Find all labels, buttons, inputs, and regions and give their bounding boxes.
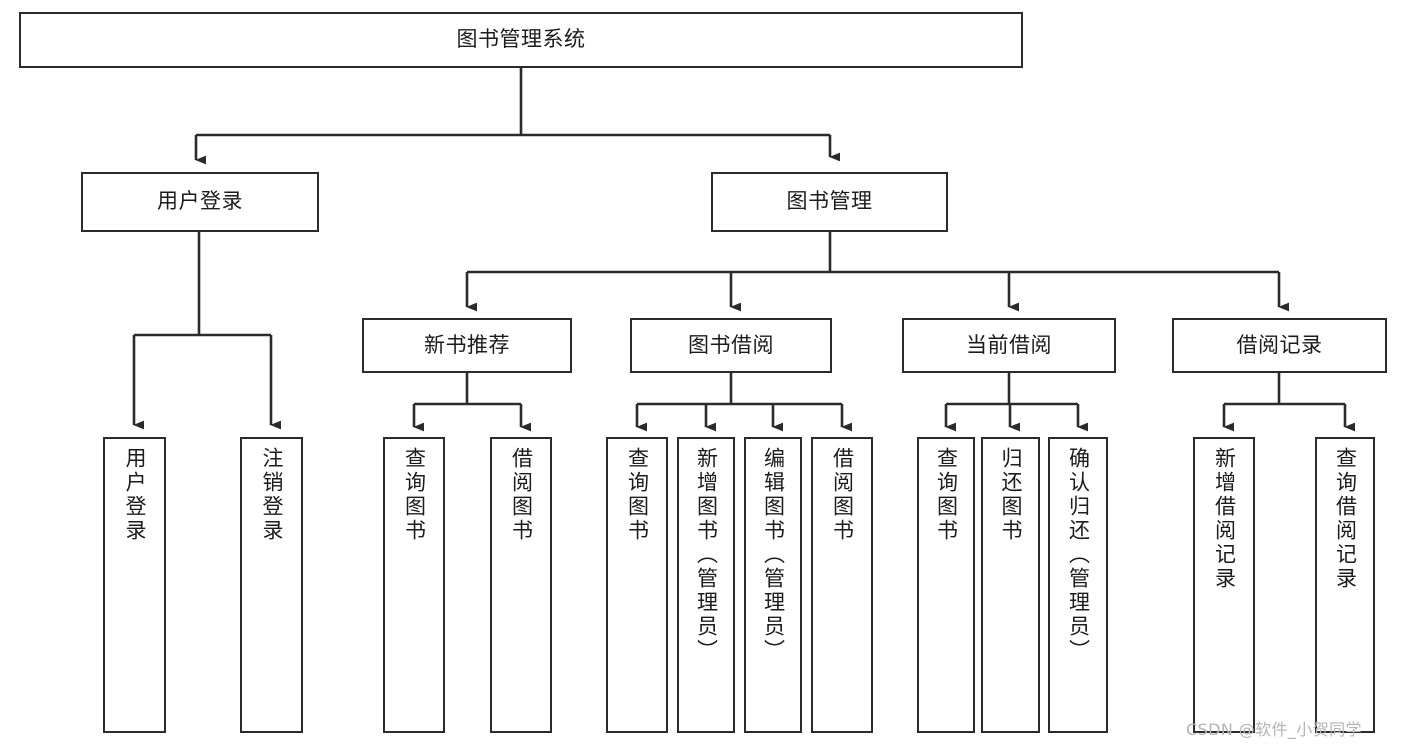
node-leaf-borrow-book-2[interactable]: 借阅图书: [811, 437, 873, 733]
node-leaf-query-book-2[interactable]: 查询图书: [606, 437, 668, 733]
node-leaf-query-record[interactable]: 查询借阅记录: [1315, 437, 1375, 733]
node-leaf-edit-book[interactable]: 编辑图书（管理员）: [744, 437, 802, 733]
node-book-management[interactable]: 图书管理: [711, 172, 948, 232]
node-leaf-confirm-return[interactable]: 确认归还（管理员）: [1048, 437, 1108, 733]
node-leaf-query-book-1[interactable]: 查询图书: [383, 437, 445, 733]
node-leaf-borrow-book-2-label: 借阅图书: [830, 447, 855, 543]
node-root[interactable]: 图书管理系统: [19, 12, 1023, 68]
watermark-text: CSDN @软件_小贺同学: [1186, 720, 1362, 739]
node-leaf-add-record-label: 新增借阅记录: [1212, 447, 1237, 591]
node-leaf-query-record-label: 查询借阅记录: [1333, 447, 1358, 591]
node-leaf-query-book-1-label: 查询图书: [402, 447, 427, 543]
node-leaf-borrow-book-1-label: 借阅图书: [509, 447, 534, 543]
node-book-borrow[interactable]: 图书借阅: [630, 318, 832, 373]
node-borrow-record[interactable]: 借阅记录: [1172, 318, 1387, 373]
node-book-management-label: 图书管理: [786, 189, 873, 214]
node-root-label: 图书管理系统: [456, 27, 586, 52]
node-leaf-borrow-book-1[interactable]: 借阅图书: [490, 437, 552, 733]
node-leaf-query-book-3-label: 查询图书: [934, 447, 959, 543]
node-leaf-add-book[interactable]: 新增图书（管理员）: [677, 437, 735, 733]
node-leaf-add-book-label: 新增图书（管理员）: [694, 447, 719, 663]
node-leaf-query-book-2-label: 查询图书: [625, 447, 650, 543]
node-leaf-query-book-3[interactable]: 查询图书: [917, 437, 975, 733]
node-leaf-user-login-label: 用户登录: [123, 447, 147, 543]
node-new-book-recommend[interactable]: 新书推荐: [362, 318, 572, 373]
node-current-borrow-label: 当前借阅: [966, 332, 1052, 357]
node-book-borrow-label: 图书借阅: [688, 332, 774, 357]
node-leaf-confirm-return-label: 确认归还（管理员）: [1066, 447, 1091, 663]
node-leaf-logout-login[interactable]: 注销登录: [240, 437, 303, 733]
node-borrow-record-label: 借阅记录: [1236, 332, 1323, 357]
node-leaf-logout-login-label: 注销登录: [260, 447, 284, 543]
node-current-borrow[interactable]: 当前借阅: [902, 318, 1116, 373]
node-user-login-label: 用户登录: [157, 189, 243, 214]
node-leaf-add-record[interactable]: 新增借阅记录: [1193, 437, 1255, 733]
node-leaf-user-login[interactable]: 用户登录: [103, 437, 166, 733]
node-leaf-return-book[interactable]: 归还图书: [981, 437, 1040, 733]
node-new-book-recommend-label: 新书推荐: [424, 332, 510, 357]
node-user-login[interactable]: 用户登录: [81, 172, 319, 232]
node-leaf-return-book-label: 归还图书: [999, 447, 1023, 543]
node-leaf-edit-book-label: 编辑图书（管理员）: [761, 447, 786, 663]
